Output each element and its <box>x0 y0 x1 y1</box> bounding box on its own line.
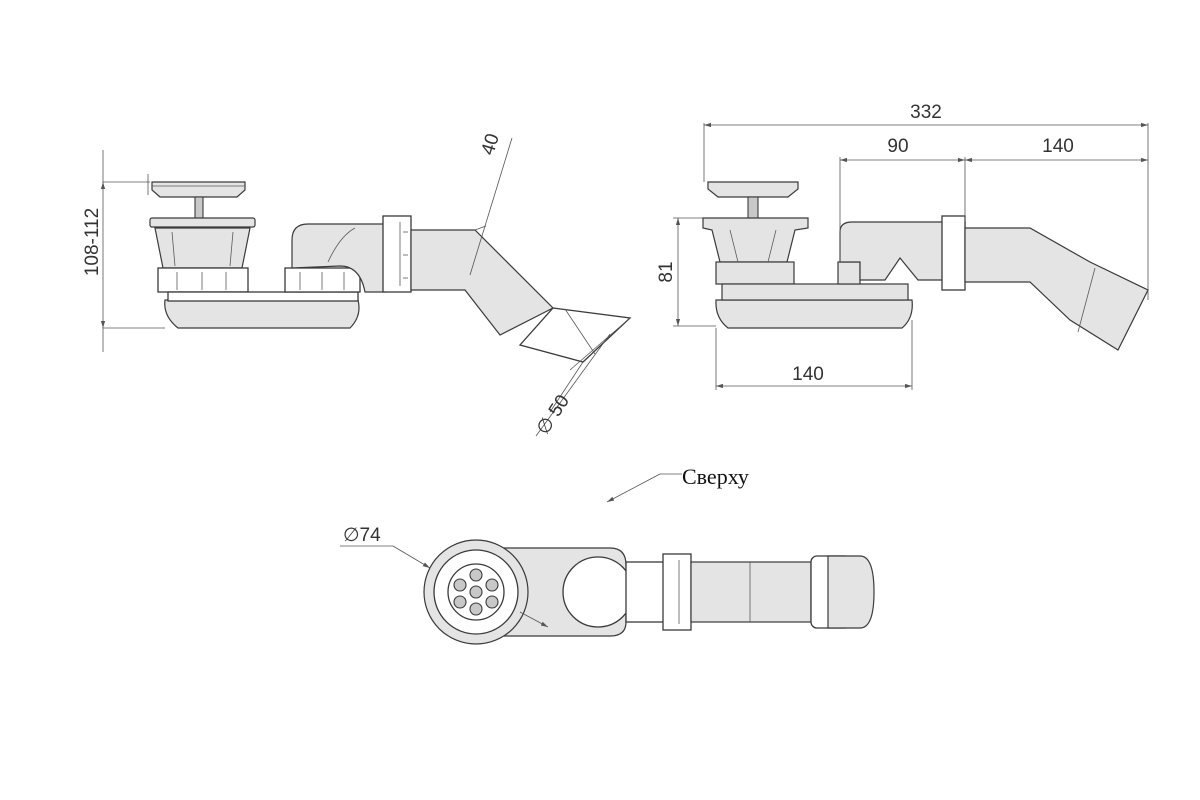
view-label-text: Сверху <box>682 464 749 489</box>
section-base <box>715 299 913 329</box>
outlet-diameter-dimension-label: ∅ 50 <box>533 391 574 438</box>
side-view: 108-112 40 ∅ 50 <box>82 131 632 439</box>
drain-diameter-dimension: ∅74 <box>340 525 549 628</box>
top-view: Сверху <box>340 464 875 645</box>
height-dimension-label: 108-112 <box>82 208 103 276</box>
section-drain-body <box>702 217 809 263</box>
top-pipe <box>625 553 875 631</box>
drain-base <box>164 299 360 329</box>
view-label: Сверху <box>606 464 749 503</box>
section-view: 332 90 140 81 <box>656 102 1149 390</box>
total-length-label: 332 <box>910 102 942 123</box>
drain-cap <box>151 181 246 220</box>
outlet-offset-dimension-label: 40 <box>478 131 504 157</box>
section-height-label: 81 <box>656 261 677 282</box>
section-outlet <box>964 227 1149 351</box>
base-length-dimension: 140 <box>715 320 913 390</box>
section-drain-cap <box>707 181 799 198</box>
drain-diameter-label: ∅74 <box>343 525 381 546</box>
mid-length-dimension: 90 <box>839 136 966 262</box>
union-nut <box>284 267 361 293</box>
outlet-length-dimension: 140 <box>965 136 1148 163</box>
outlet-pipe <box>410 229 632 363</box>
base-length-label: 140 <box>792 364 824 385</box>
pipe-clamp <box>382 215 412 293</box>
height-dimension: 108-112 <box>82 150 165 352</box>
drain-top <box>423 539 634 645</box>
mid-length-label: 90 <box>887 136 908 157</box>
outlet-length-label: 140 <box>1042 136 1074 157</box>
total-length-dimension: 332 <box>703 102 1149 300</box>
section-height-dimension: 81 <box>656 217 716 327</box>
drain-body <box>149 217 256 293</box>
